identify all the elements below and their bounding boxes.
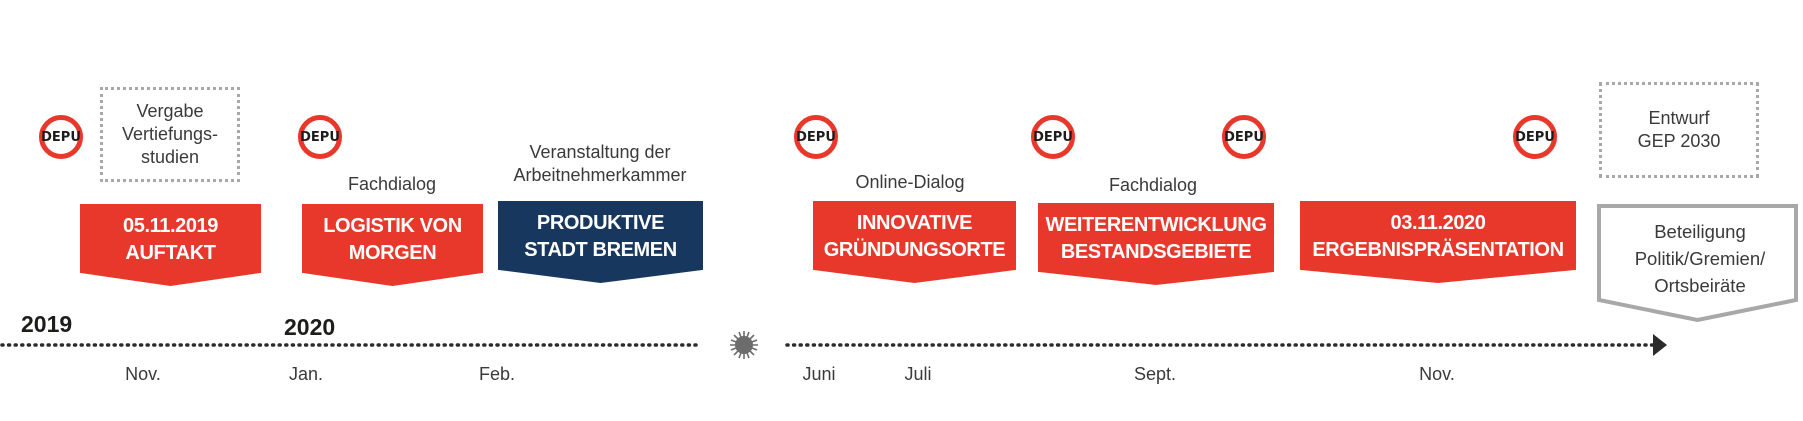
banner-label: LOGISTIK VON MORGEN <box>323 215 462 264</box>
caption-veranstaltung: Veranstaltung der Arbeitnehmerkammer <box>513 142 687 185</box>
banner-label: PRODUKTIVE STADT BREMEN <box>524 212 677 261</box>
banner-ergebnis: 03.11.2020 ERGEBNISPRÄSENTATION <box>1300 201 1576 283</box>
banner-label: 05.11.2019 AUFTAKT <box>123 215 218 264</box>
banner-innovative: INNOVATIVE GRÜNDUNGSORTE <box>813 201 1016 283</box>
caption-fachdialog: Fachdialog <box>1108 175 1198 195</box>
banner-weiterentwicklung: WEITERENTWICKLUNG BESTANDSGEBIETE <box>1038 203 1274 285</box>
vergabe-text: Vergabe Vertiefungs- studien <box>121 101 219 167</box>
banner-produktive-stadt: PRODUKTIVE STADT BREMEN <box>498 201 703 283</box>
banner-logistik: LOGISTIK VON MORGEN <box>302 204 483 286</box>
year-label: 2019 <box>21 311 73 337</box>
month-label: Juli <box>904 364 932 384</box>
depu-badge: DEPU <box>39 115 83 159</box>
banner-label: INNOVATIVE GRÜNDUNGSORTE <box>823 212 1006 261</box>
beteiligung-pennant <box>1597 204 1798 322</box>
depu-badge: DEPU <box>1031 115 1075 159</box>
banner-auftakt: 05.11.2019 AUFTAKT <box>80 204 261 286</box>
caption-fachdialog: Fachdialog <box>347 174 437 194</box>
month-label: Feb. <box>478 364 516 384</box>
timeline-arrowhead <box>1653 334 1667 356</box>
month-label: Jan. <box>288 364 324 384</box>
banner-label: 03.11.2020 ERGEBNISPRÄSENTATION <box>1312 212 1564 261</box>
month-label: Sept. <box>1133 364 1177 384</box>
depu-badge: DEPU <box>1513 115 1557 159</box>
depu-badge: DEPU <box>1222 115 1266 159</box>
month-label: Nov. <box>125 364 161 384</box>
timeline <box>0 331 1667 359</box>
timeline-break-icon <box>730 331 758 359</box>
vergabe-box: Vergabe Vertiefungs- studien <box>100 87 240 182</box>
depu-badge: DEPU <box>794 115 838 159</box>
depu-badge: DEPU <box>298 115 342 159</box>
entwurf-box: Entwurf GEP 2030 <box>1599 82 1759 178</box>
entwurf-text: Entwurf GEP 2030 <box>1637 108 1721 151</box>
caption-online-dialog: Online-Dialog <box>855 172 965 192</box>
month-label: Juni <box>802 364 836 384</box>
beteiligung-text: Beteiligung Politik/Gremien/ Ortsbeiräte <box>1634 221 1766 296</box>
year-label: 2020 <box>284 314 336 340</box>
banner-label: WEITERENTWICKLUNG BESTANDSGEBIETE <box>1045 214 1267 263</box>
month-label: Nov. <box>1419 364 1455 384</box>
